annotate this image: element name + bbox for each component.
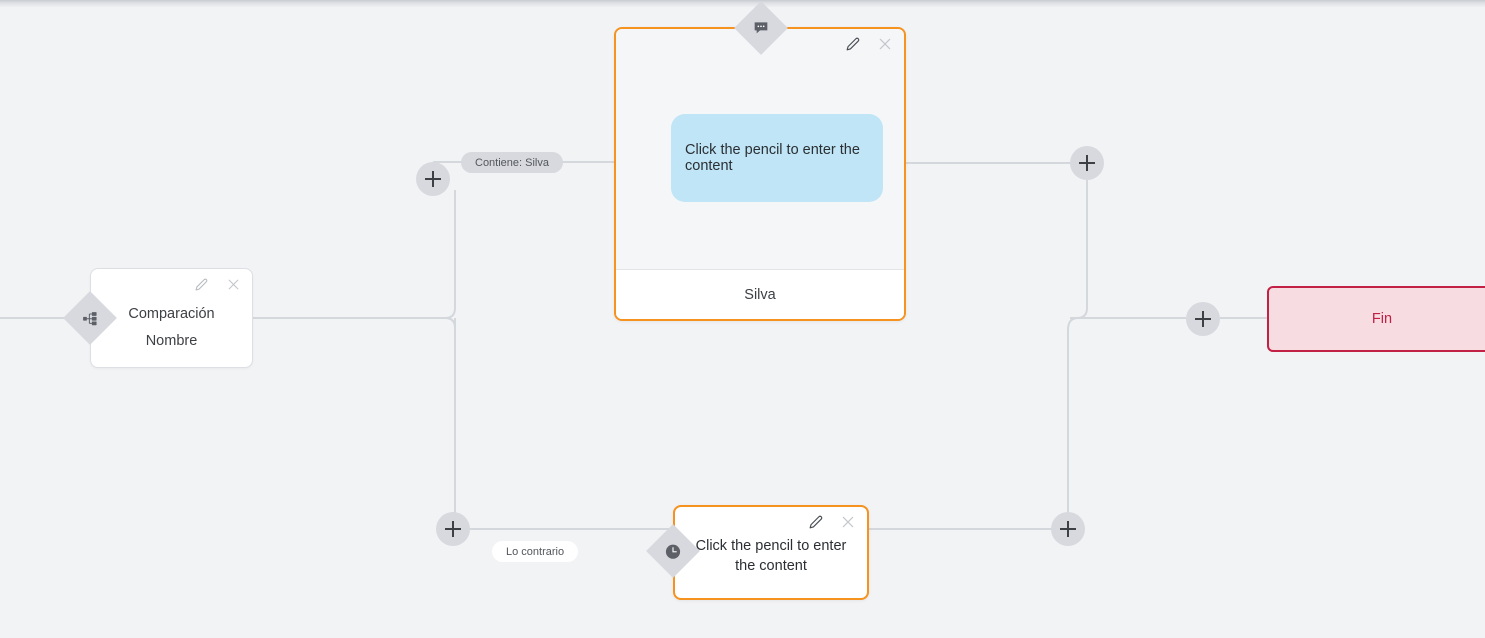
edge-comparison-to-false — [444, 317, 457, 520]
node-comparison-tools — [192, 275, 242, 293]
pencil-icon[interactable] — [192, 275, 210, 293]
edge-label-branch-true[interactable]: Contiene: Silva — [461, 152, 563, 173]
node-comparison-subtitle: Nombre — [145, 333, 198, 349]
branch-icon-badge[interactable] — [63, 291, 117, 345]
add-node-button-branch-bottom[interactable] — [436, 512, 470, 546]
node-end-label: Fin — [1371, 311, 1393, 327]
pencil-icon[interactable] — [844, 35, 862, 53]
add-node-button-after-message[interactable] — [1070, 146, 1104, 180]
clock-icon-badge[interactable] — [646, 524, 700, 578]
edge-label-branch-false[interactable]: Lo contrario — [492, 541, 579, 562]
edge-comparison-to-true — [253, 190, 456, 319]
node-message-footer: Silva — [616, 269, 904, 319]
node-message-tools — [844, 35, 894, 53]
close-icon[interactable] — [224, 275, 242, 293]
add-node-button-branch-top[interactable] — [416, 162, 450, 196]
pencil-icon[interactable] — [807, 513, 825, 531]
node-wait-tools — [807, 513, 857, 531]
node-message-body: Click the pencil to enter the content — [616, 29, 904, 270]
edge-plus-wait-up — [1067, 317, 1186, 512]
node-wait-text: Click the pencil to enter the content — [695, 538, 847, 574]
node-comparison-title: Comparación — [128, 306, 215, 322]
node-comparison-text: Comparación Nombre — [91, 301, 252, 355]
add-node-button-before-end[interactable] — [1186, 302, 1220, 336]
chat-bubble-icon-badge[interactable] — [734, 1, 788, 55]
window-top-band — [0, 0, 1485, 7]
chat-bubble-icon — [753, 20, 769, 36]
clock-icon — [665, 543, 682, 560]
node-end[interactable]: Fin — [1267, 286, 1485, 352]
node-message[interactable]: Click the pencil to enter the content Si… — [614, 27, 906, 321]
node-comparison[interactable]: Comparación Nombre — [90, 268, 253, 368]
branch-icon — [83, 311, 98, 326]
edge-plus-message-down — [1070, 180, 1088, 319]
node-wait[interactable]: Click the pencil to enter the content — [673, 505, 869, 600]
close-icon[interactable] — [876, 35, 894, 53]
message-bubble: Click the pencil to enter the content — [671, 114, 883, 202]
close-icon[interactable] — [839, 513, 857, 531]
add-node-button-after-wait[interactable] — [1051, 512, 1085, 546]
